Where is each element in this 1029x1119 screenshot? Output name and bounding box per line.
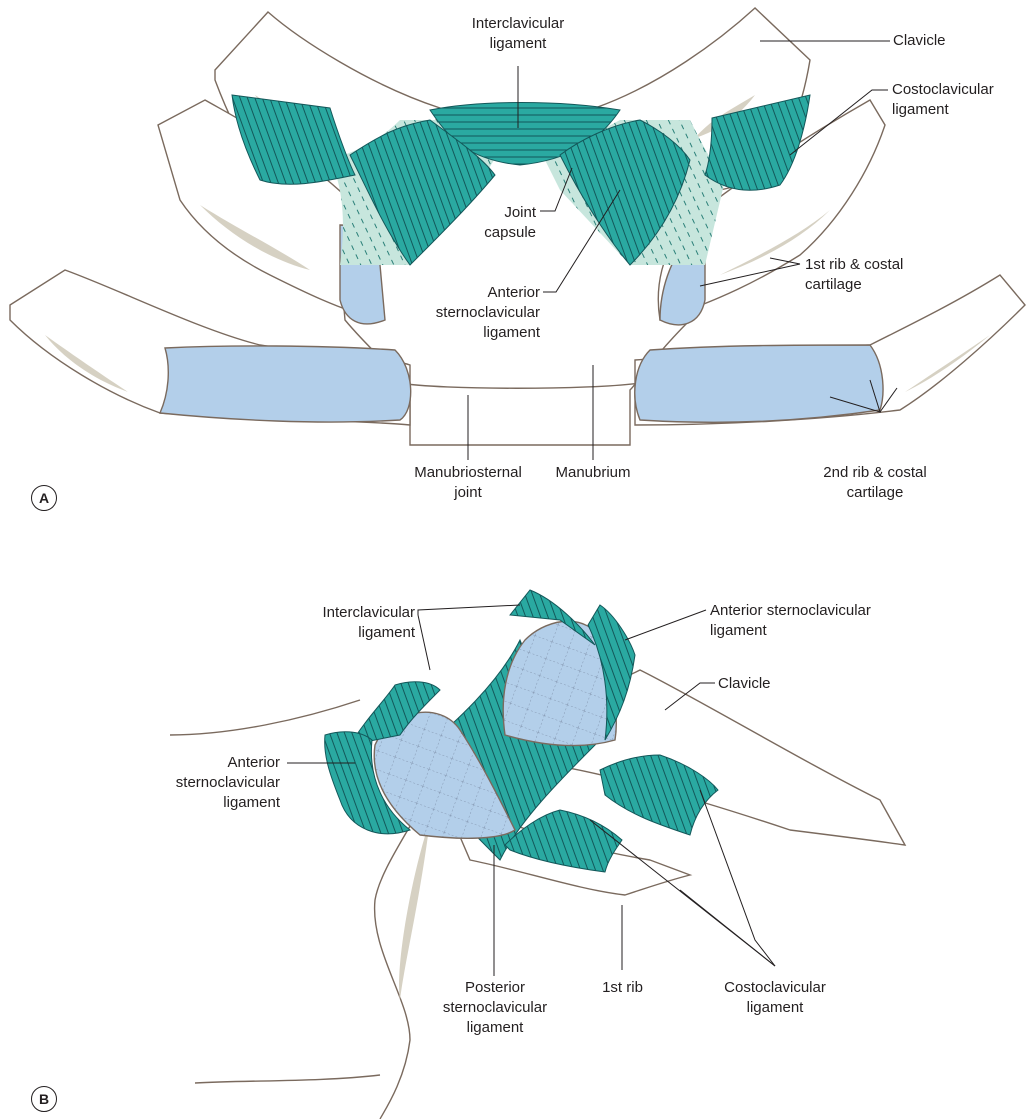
label-posterior-sc: Posterior sternoclavicular ligament [420, 978, 570, 1038]
label-manubrium: Manubrium [548, 463, 638, 483]
label-anterior-sc-b-right: Anterior sternoclavicular ligament [710, 601, 871, 641]
label-manubriosternal: Manubriosternal joint [398, 463, 538, 503]
panel-letter-b: B [31, 1086, 57, 1112]
label-second-rib-a: 2nd rib & costal cartilage [800, 463, 950, 503]
label-costoclavicular-b: Costoclavicular ligament [705, 978, 845, 1018]
label-anterior-sc-a: Anterior sternoclavicular ligament [370, 283, 540, 343]
marrow-mark [399, 820, 430, 1000]
label-first-rib-b: 1st rib [575, 978, 670, 998]
sternum-outline [170, 700, 360, 735]
label-clavicle-a: Clavicle [893, 31, 946, 51]
panel-letter-a: A [31, 485, 57, 511]
left-second-costal-cartilage [160, 346, 411, 422]
label-interclavicular-b: Interclavicular ligament [275, 603, 415, 643]
label-clavicle-b: Clavicle [718, 674, 771, 694]
right-second-costal-cartilage [635, 345, 883, 422]
sternum-outline [195, 1075, 380, 1083]
panel-b-drawing [170, 590, 905, 1119]
label-interclavicular-a: Interclavicular ligament [458, 14, 578, 54]
label-first-rib-a: 1st rib & costal cartilage [805, 255, 903, 295]
label-anterior-sc-b-left: Anterior sternoclavicular ligament [130, 753, 280, 813]
label-joint-capsule: Joint capsule [470, 203, 536, 243]
label-costoclavicular-a: Costoclavicular ligament [892, 80, 994, 120]
